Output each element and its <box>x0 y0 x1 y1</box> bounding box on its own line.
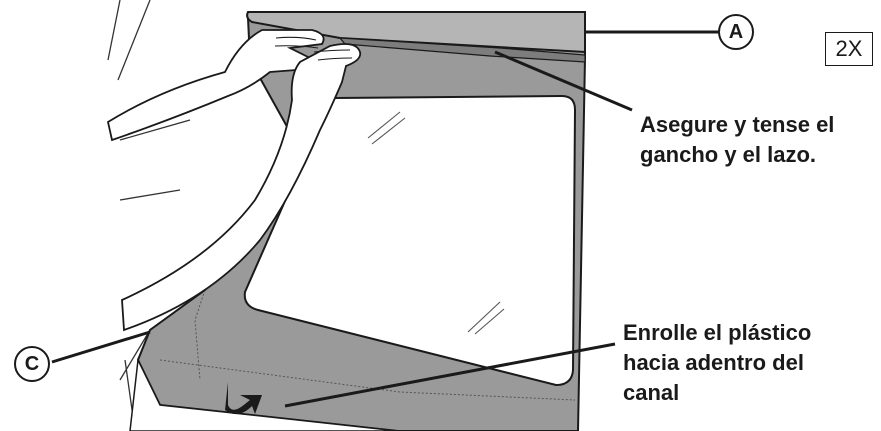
secure-hook-instruction: Asegure y tense el gancho y el lazo. <box>640 112 880 168</box>
roll-line-2: hacia adentro del <box>623 350 878 376</box>
roll-line-3: canal <box>623 380 878 406</box>
secure-line-2: gancho y el lazo. <box>640 142 880 168</box>
label-c-circle: C <box>14 346 50 382</box>
roll-line-1: Enrolle el plástico <box>623 320 878 346</box>
roll-plastic-instruction: Enrolle el plástico hacia adentro del ca… <box>623 320 878 406</box>
secure-line-1: Asegure y tense el <box>640 112 880 138</box>
label-a-circle: A <box>718 14 754 50</box>
quantity-box: 2X <box>825 32 873 66</box>
